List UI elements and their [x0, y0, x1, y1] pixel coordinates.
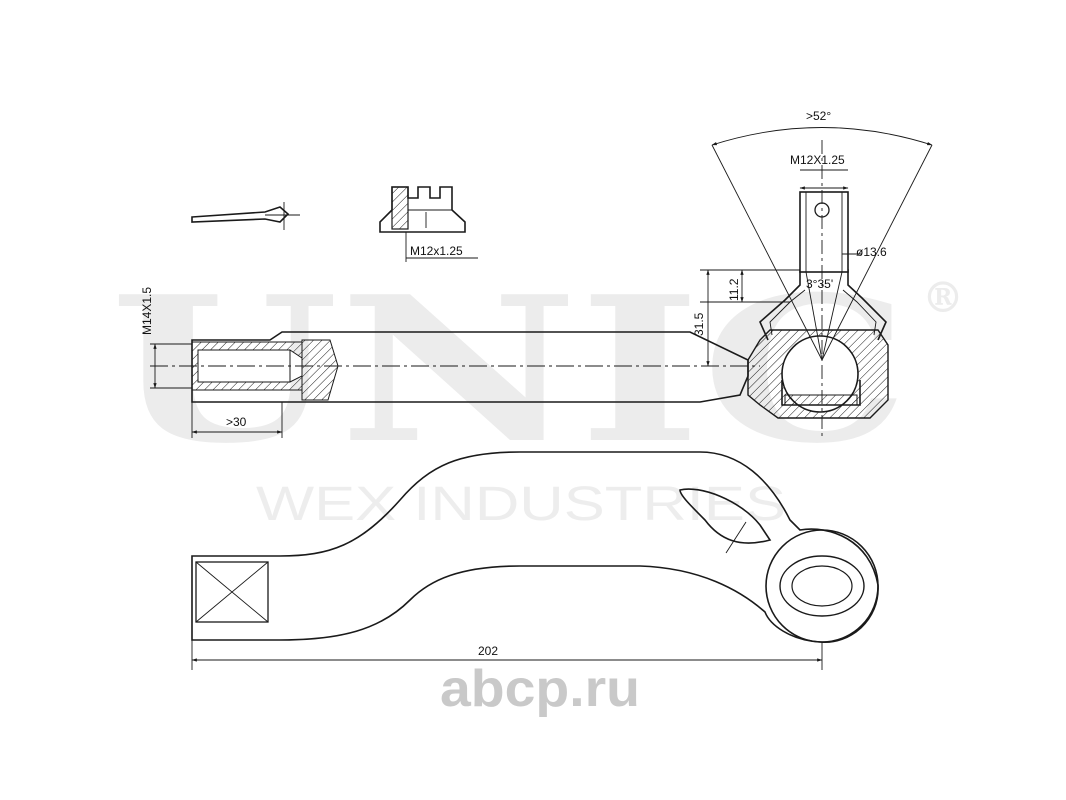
taper-angle-label: 3°35' — [806, 277, 833, 291]
ball-diameter-label: ø13.6 — [856, 245, 887, 259]
height-31-label: 31.5 — [692, 312, 706, 336]
thread-length-label: >30 — [226, 415, 247, 429]
cotter-pin — [191, 202, 300, 230]
site-watermark: abcp.ru — [440, 660, 640, 718]
watermark-registered: ® — [922, 273, 964, 322]
overall-length-label: 202 — [478, 644, 498, 658]
watermark-company: WEX INDUSTRIES — [256, 478, 786, 531]
angle-label: >52° — [806, 109, 831, 123]
rod-thread-label: M14X1.5 — [140, 287, 154, 335]
stud-thread-label: M12X1.25 — [790, 153, 845, 167]
side-view — [150, 127, 933, 440]
top-view — [191, 451, 879, 670]
castle-nut — [379, 186, 478, 262]
nut-thread-label: M12x1.25 — [410, 244, 463, 258]
height-11-label: 11.2 — [727, 278, 741, 301]
